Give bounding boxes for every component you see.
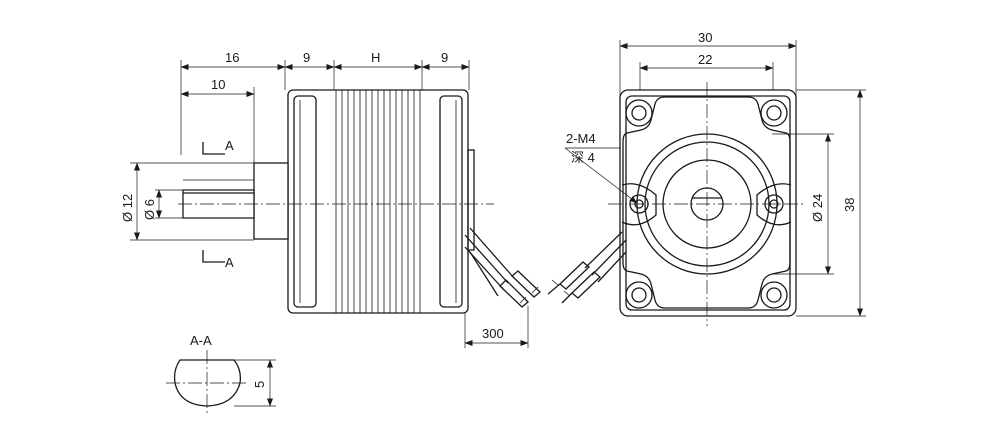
dim-h: H [371, 50, 380, 65]
stator-laminations [335, 90, 421, 313]
lead-wires-front [547, 231, 627, 304]
dim-30: 30 [698, 30, 712, 45]
front-view: 30 22 2-M4 深 4 [547, 30, 866, 326]
dim-5: 5 [252, 381, 267, 388]
dim-diameter-6: Ø 6 [142, 199, 157, 220]
dim-22: 22 [698, 52, 712, 67]
hole-spec-label: 2-M4 [566, 131, 596, 146]
section-title: A-A [190, 333, 212, 348]
front-boss [253, 162, 289, 240]
lead-wires-side [464, 227, 541, 308]
dim-9-right: 9 [441, 50, 448, 65]
section-a-a: A-A 5 [166, 333, 276, 415]
mounting-holes [625, 99, 788, 309]
dim-300: 300 [482, 326, 504, 341]
dim-10: 10 [211, 77, 225, 92]
hole-depth-label: 深 4 [571, 150, 595, 165]
dim-38: 38 [842, 198, 857, 212]
dim-9-left: 9 [303, 50, 310, 65]
section-a-bottom-label: A [225, 255, 234, 270]
dim-diameter-12: Ø 12 [120, 194, 135, 222]
dim-diameter-24: Ø 24 [810, 194, 825, 222]
side-view: A A Ø 12 Ø 6 16 9 H 9 10 [120, 50, 541, 348]
section-a-top-label: A [225, 138, 234, 153]
dim-16: 16 [225, 50, 239, 65]
